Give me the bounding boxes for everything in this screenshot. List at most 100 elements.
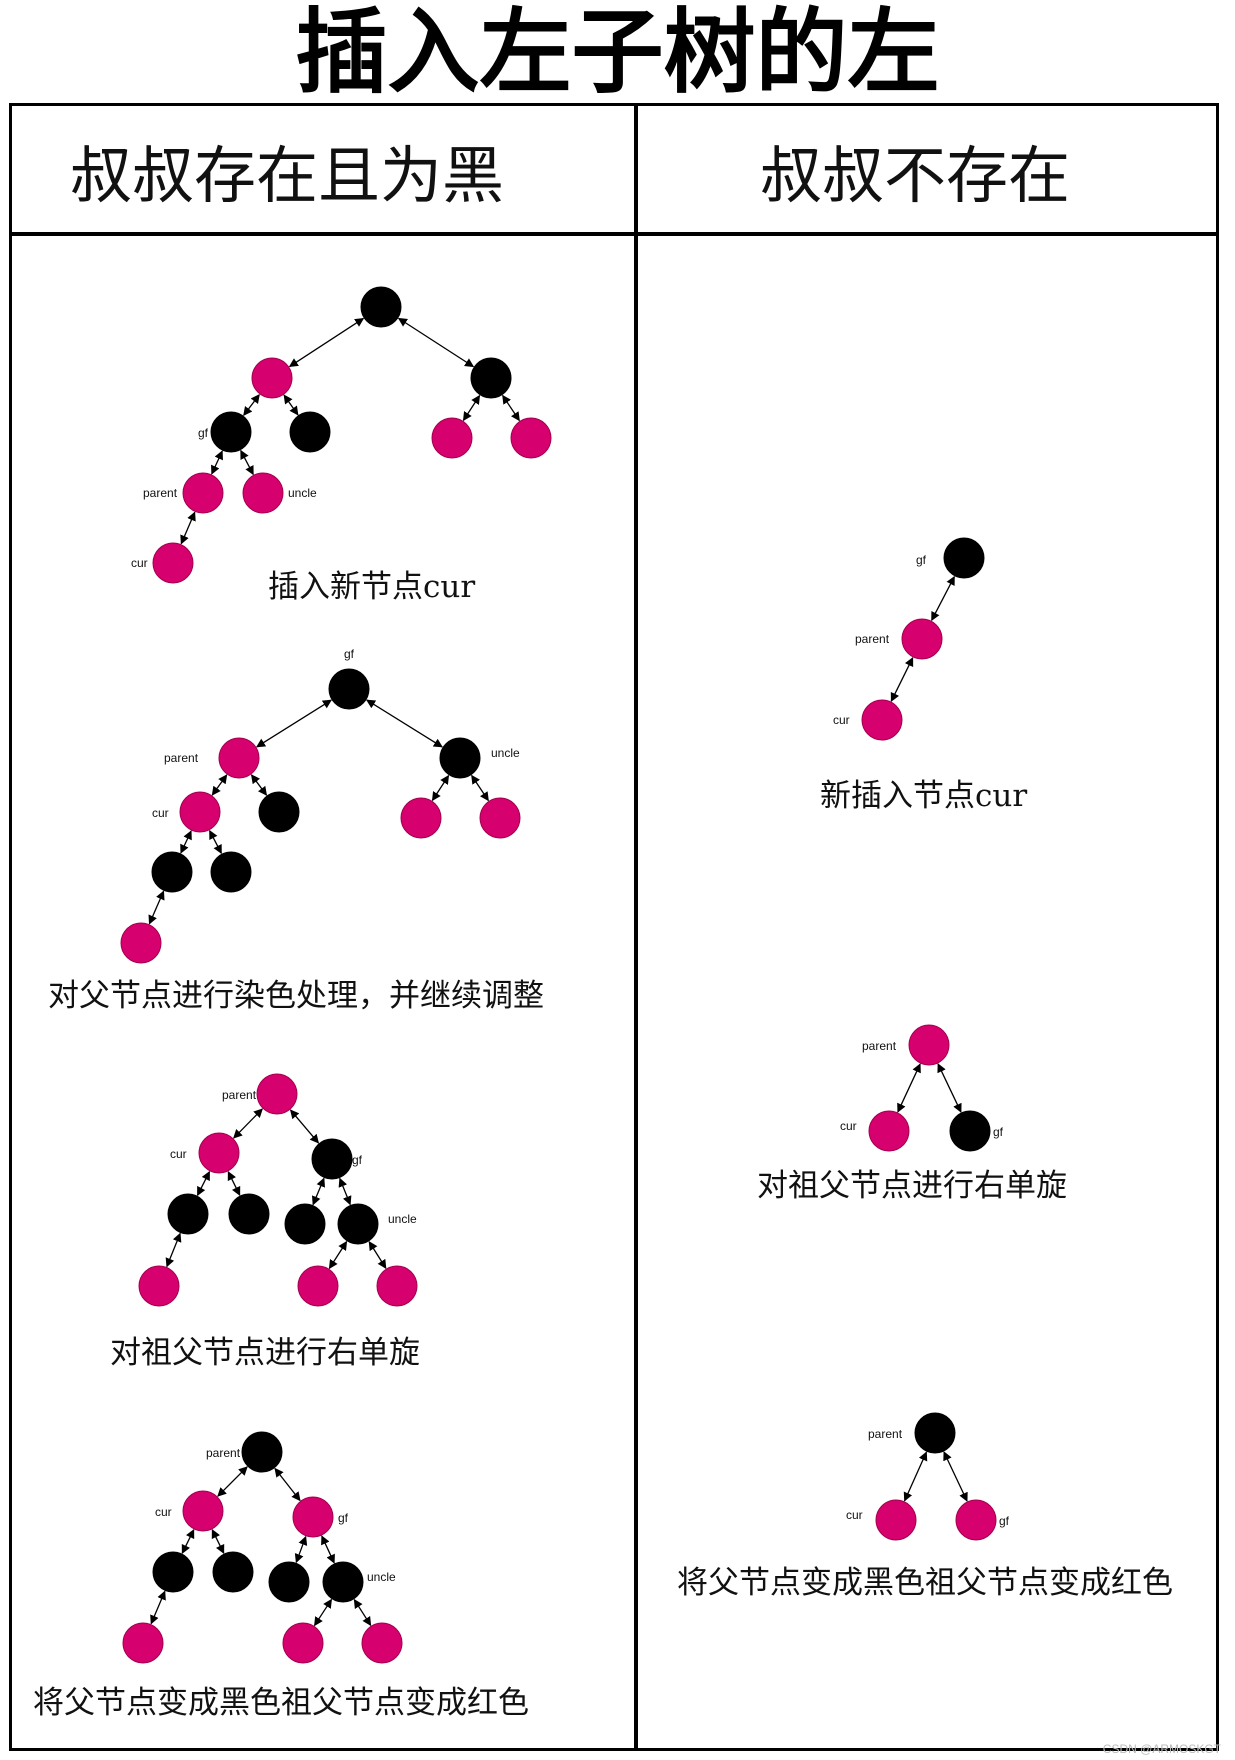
- red-node: [376, 1265, 418, 1307]
- caption-recolor-parent: 对父节点进行染色处理，并继续调整: [48, 978, 544, 1014]
- red-node: [361, 1622, 403, 1664]
- red-node: [510, 417, 552, 459]
- tree-edge: [368, 1241, 387, 1269]
- label-uncle: uncle: [367, 1570, 396, 1584]
- black-node: [284, 1203, 326, 1245]
- label-gf: gf: [993, 1125, 1004, 1139]
- tree-edge: [890, 657, 914, 702]
- red-node: [901, 618, 943, 660]
- caption-insert-cur: 插入新节点cur: [268, 569, 476, 605]
- red-node: [242, 472, 284, 514]
- column-header-uncle-absent: 叔叔不存在: [760, 139, 1071, 212]
- label-parent: parent: [164, 751, 199, 765]
- tree-edge: [211, 1529, 225, 1554]
- tree-edge: [148, 890, 165, 925]
- label-cur: cur: [170, 1147, 187, 1161]
- tree-right-final-nodes: [875, 1412, 997, 1541]
- label-cur: cur: [833, 713, 850, 727]
- label-cur: cur: [846, 1508, 863, 1522]
- red-node: [251, 357, 293, 399]
- tree-step1-insert-nodes: [152, 286, 552, 584]
- tree-edge: [256, 699, 332, 748]
- tree-edge: [180, 511, 196, 545]
- tree-edge: [289, 1109, 320, 1144]
- black-node: [328, 668, 370, 710]
- red-node: [400, 797, 442, 839]
- label-parent: parent: [868, 1427, 903, 1441]
- tree-edge: [943, 1451, 968, 1502]
- label-gf: gf: [999, 1514, 1010, 1528]
- black-node: [914, 1412, 956, 1454]
- tree-edge: [366, 699, 443, 748]
- tree-step2-recolor-nodes: [120, 668, 521, 964]
- tree-right-rotate-nodes: [868, 1024, 991, 1152]
- black-node: [268, 1561, 310, 1603]
- red-node: [198, 1132, 240, 1174]
- caption-rotate-right: 对祖父节点进行右单旋: [757, 1168, 1067, 1204]
- label-cur: cur: [131, 556, 148, 570]
- red-node: [122, 1622, 164, 1664]
- black-node: [943, 537, 985, 579]
- tree-edge: [897, 1063, 921, 1113]
- tree-edge: [274, 1467, 301, 1502]
- tree-edge: [903, 1451, 928, 1502]
- page-title: 插入左子树的左: [295, 0, 940, 106]
- label-gf: gf: [338, 1511, 349, 1525]
- tree-edge: [353, 1598, 372, 1627]
- tree-edge: [397, 317, 475, 368]
- red-node: [868, 1110, 910, 1152]
- tree-edge: [181, 1529, 195, 1554]
- black-node: [949, 1110, 991, 1152]
- black-node: [439, 737, 481, 779]
- red-node: [908, 1024, 950, 1066]
- red-node: [282, 1622, 324, 1664]
- caption-recolor-final: 将父节点变成黑色祖父节点变成红色: [677, 1565, 1173, 1601]
- caption-new-insert-cur: 新插入节点cur: [820, 778, 1028, 814]
- black-node: [311, 1138, 353, 1180]
- tree-edge: [217, 1466, 248, 1497]
- red-node: [431, 417, 473, 459]
- tree-step2-recolor-edges: [148, 699, 489, 925]
- tree-edge: [240, 449, 254, 476]
- black-node: [167, 1193, 209, 1235]
- black-node: [360, 286, 402, 328]
- red-node: [875, 1499, 917, 1541]
- tree-edge: [150, 1590, 166, 1625]
- tree-step3-rotate-edges: [165, 1108, 387, 1270]
- tree-edge: [250, 774, 268, 796]
- tree-edge: [165, 1232, 182, 1268]
- black-node: [210, 851, 252, 893]
- tree-edge: [311, 1177, 326, 1206]
- tree-right-rotate-edges: [897, 1063, 962, 1113]
- tree-edge: [283, 394, 299, 416]
- black-node: [152, 1551, 194, 1593]
- red-node: [955, 1499, 997, 1541]
- black-node: [322, 1561, 364, 1603]
- tree-edge: [288, 317, 365, 368]
- red-node: [256, 1073, 298, 1115]
- table-frame: [9, 103, 1219, 1751]
- label-uncle: uncle: [288, 486, 317, 500]
- red-node: [179, 791, 221, 833]
- tree-edge: [313, 1598, 333, 1627]
- black-node: [210, 411, 252, 453]
- label-gf: gf: [916, 553, 927, 567]
- tree-edge: [931, 575, 955, 622]
- label-parent: parent: [206, 1446, 241, 1460]
- label-cur: cur: [152, 806, 169, 820]
- red-node: [138, 1265, 180, 1307]
- tree-step1-insert-edges: [180, 317, 520, 545]
- label-gf: gf: [198, 426, 209, 440]
- tree-edge: [431, 774, 450, 802]
- label-parent: parent: [143, 486, 178, 500]
- black-node: [337, 1203, 379, 1245]
- label-uncle: uncle: [388, 1212, 417, 1226]
- label-cur: cur: [840, 1119, 857, 1133]
- column-header-uncle-black: 叔叔存在且为黑: [70, 139, 505, 212]
- black-node: [228, 1193, 270, 1235]
- black-node: [241, 1431, 283, 1473]
- tree-right-insert-nodes: [861, 537, 985, 741]
- red-node: [120, 922, 162, 964]
- red-node: [479, 797, 521, 839]
